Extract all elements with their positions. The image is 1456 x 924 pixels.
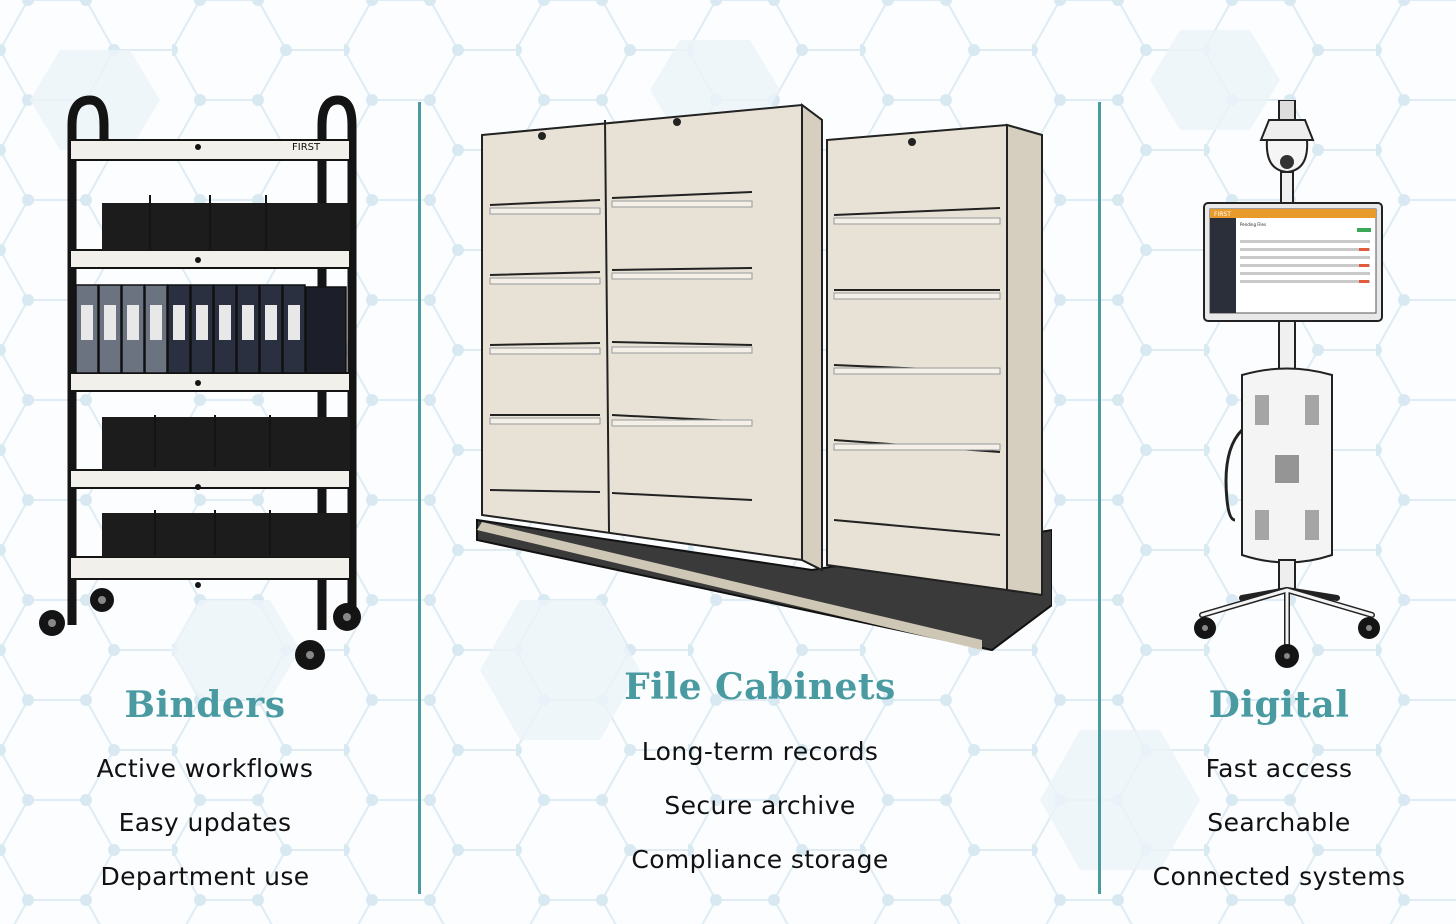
mobile-shelving-illustration xyxy=(476,103,1052,652)
digital-feature-3: Connected systems xyxy=(1152,862,1406,891)
binders-section: FIRST Binders Active workflows Easy upda… xyxy=(0,0,410,924)
binders-heading: Binders xyxy=(124,684,286,726)
divider-left xyxy=(418,102,421,894)
divider-right xyxy=(1098,102,1101,894)
file-cabinets-feature-2: Secure archive xyxy=(664,791,856,820)
binders-feature-1: Active workflows xyxy=(96,754,314,783)
computer-kiosk-illustration: FIRST Pending Files xyxy=(1194,100,1383,668)
screen-title-label: Pending Files xyxy=(1240,222,1266,227)
file-cabinets-heading: File Cabinets xyxy=(624,666,896,708)
binders-feature-2: Easy updates xyxy=(118,808,292,837)
digital-section: FIRST Pending Files xyxy=(1102,0,1456,924)
digital-feature-2: Searchable xyxy=(1207,808,1351,837)
binders-feature-3: Department use xyxy=(100,862,310,891)
digital-heading: Digital xyxy=(1208,684,1350,726)
file-cabinets-section: File Cabinets Long-term records Secure a… xyxy=(422,0,1098,924)
digital-feature-1: Fast access xyxy=(1205,754,1353,783)
screen-brand-label: FIRST xyxy=(1214,211,1231,218)
file-cabinets-feature-1: Long-term records xyxy=(641,737,879,766)
cart-brand-label: FIRST xyxy=(292,142,321,153)
file-cabinets-feature-3: Compliance storage xyxy=(631,845,889,874)
binder-cart-illustration: FIRST xyxy=(39,95,361,670)
